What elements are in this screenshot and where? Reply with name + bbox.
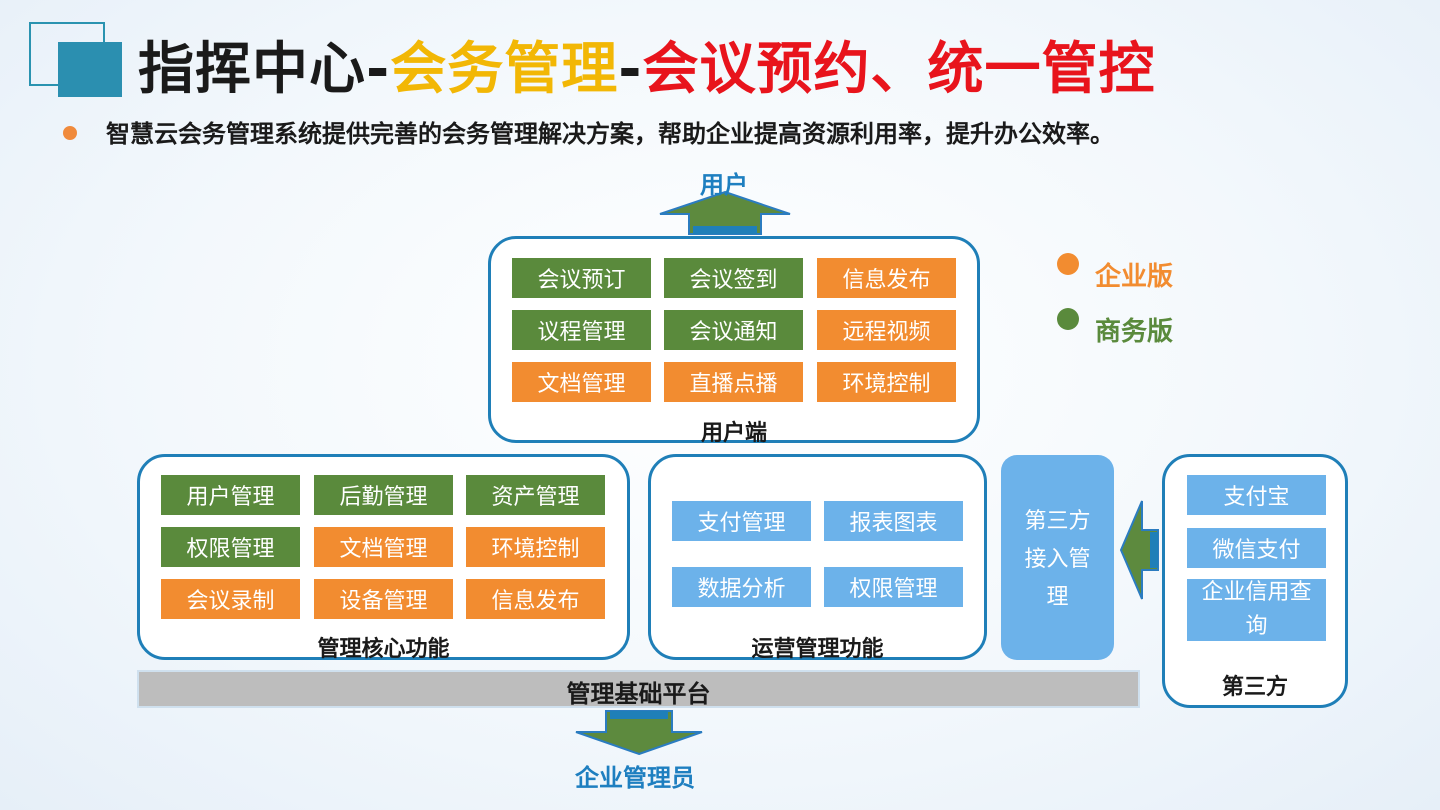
arrow-down-icon: [575, 710, 703, 756]
core-item-env-control: 环境控制: [466, 527, 605, 567]
core-item-document: 文档管理: [314, 527, 453, 567]
core-item-user-mgmt: 用户管理: [161, 475, 300, 515]
top-user-label: 用户: [700, 171, 748, 199]
title-part-command-center: 指挥中心-: [138, 37, 391, 102]
third-party-access-line2: 接入管: [1024, 547, 1091, 572]
legend-business-label: 商务版: [1095, 317, 1174, 347]
core-item-devices: 设备管理: [314, 579, 453, 619]
user-end-panel: 会议预订 会议签到 信息发布 议程管理 会议通知 远程视频 文档管理 直播点播 …: [488, 236, 980, 446]
third-party-item-credit-query: 企业信用查询: [1187, 579, 1326, 641]
logo-filled-square: [58, 42, 122, 97]
user-item-notice: 会议通知: [664, 310, 803, 350]
page-title: 指挥中心-会务管理-会议预约、统一管控: [138, 30, 1156, 110]
ops-item-permissions: 权限管理: [824, 567, 963, 607]
title-part-dash: -: [618, 37, 643, 102]
legend-business-dot: [1057, 308, 1079, 330]
user-item-meeting-booking: 会议预订: [512, 258, 651, 298]
third-party-access-line3: 理: [1046, 585, 1069, 610]
ops-functions-panel: 支付管理 报表图表 数据分析 权限管理 运营管理功能: [648, 454, 987, 662]
third-party-access-box: 第三方 接入管 理: [1001, 455, 1114, 660]
arrow-up-icon: [659, 190, 791, 235]
user-item-live-vod: 直播点播: [664, 362, 803, 402]
legend-enterprise-dot: [1057, 253, 1079, 275]
core-item-logistics: 后勤管理: [314, 475, 453, 515]
third-party-item-wechat-pay: 微信支付: [1187, 528, 1326, 568]
arrow-left-icon: [1119, 500, 1159, 600]
third-party-panel: 支付宝 微信支付 企业信用查询 第三方: [1162, 454, 1348, 708]
user-item-info-publish: 信息发布: [817, 258, 956, 298]
core-item-assets: 资产管理: [466, 475, 605, 515]
third-party-access-line1: 第三方: [1024, 509, 1091, 534]
third-party-label: 第三方: [1221, 675, 1288, 700]
platform-label: 管理基础平台: [566, 680, 711, 708]
core-functions-label: 管理核心功能: [317, 637, 450, 662]
ops-functions-label: 运营管理功能: [751, 637, 884, 662]
user-end-label: 用户端: [700, 421, 767, 446]
core-item-permissions: 权限管理: [161, 527, 300, 567]
platform-bar: [137, 670, 1140, 708]
bullet-icon: [63, 126, 77, 140]
third-party-item-alipay: 支付宝: [1187, 475, 1326, 515]
user-item-remote-video: 远程视频: [817, 310, 956, 350]
ops-item-payment: 支付管理: [672, 501, 811, 541]
subtitle: 智慧云会务管理系统提供完善的会务管理解决方案，帮助企业提高资源利用率，提升办公效…: [106, 120, 1114, 148]
legend-enterprise-label: 企业版: [1095, 262, 1174, 292]
user-item-agenda: 议程管理: [512, 310, 651, 350]
title-part-reservation-control: 会议预约、统一管控: [642, 37, 1156, 102]
user-item-env-control: 环境控制: [817, 362, 956, 402]
core-item-info-publish: 信息发布: [466, 579, 605, 619]
title-part-meeting-management: 会务管理: [390, 37, 619, 102]
bottom-admin-label: 企业管理员: [575, 764, 695, 792]
ops-item-reports: 报表图表: [824, 501, 963, 541]
user-item-meeting-checkin: 会议签到: [664, 258, 803, 298]
user-item-document: 文档管理: [512, 362, 651, 402]
ops-item-analytics: 数据分析: [672, 567, 811, 607]
core-item-recording: 会议录制: [161, 579, 300, 619]
core-functions-panel: 用户管理 后勤管理 资产管理 权限管理 文档管理 环境控制 会议录制 设备管理 …: [137, 454, 630, 662]
